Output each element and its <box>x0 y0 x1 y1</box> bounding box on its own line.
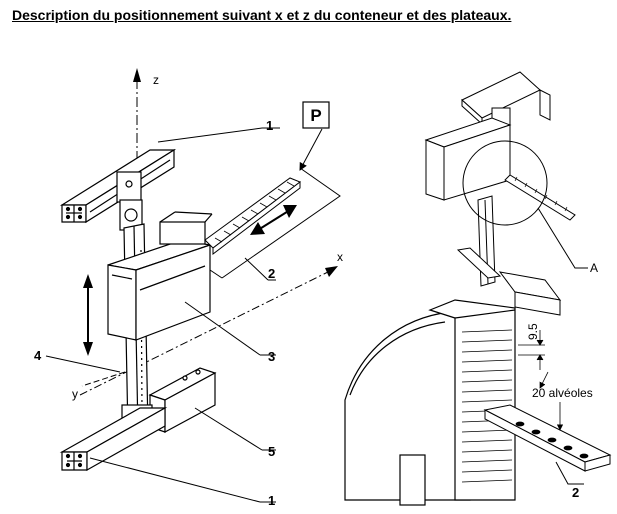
vertical-motion-arrow <box>83 274 93 356</box>
detail-a-label: A <box>590 261 598 275</box>
tray-chain <box>204 177 302 256</box>
callout-2-detail-leader <box>555 461 584 485</box>
top-bracket <box>116 171 143 231</box>
x-axis <box>79 266 338 396</box>
plane-p-pointer <box>299 128 323 171</box>
callout-1-top: 1 <box>266 118 273 133</box>
dimension-value: 9.5 <box>526 323 540 340</box>
detail-circle <box>462 140 548 226</box>
callout-3: 3 <box>268 349 275 364</box>
callout-4: 4 <box>34 348 42 363</box>
plane-p <box>209 167 341 279</box>
extended-tray <box>483 404 612 472</box>
alveoles-label: 20 alvéoles <box>532 386 593 400</box>
callout-2: 2 <box>268 266 275 281</box>
dimension-marker <box>518 330 545 370</box>
callout-5: 5 <box>268 444 275 459</box>
small-view <box>424 71 576 316</box>
callout-2-detail: 2 <box>572 485 579 500</box>
axis-y-label: y <box>72 387 78 401</box>
alveoles-leaders <box>539 371 564 431</box>
plane-p-box <box>302 101 330 129</box>
detail-view <box>344 299 516 506</box>
tray-chain-links <box>214 181 295 243</box>
axis-x-label: x <box>337 250 343 264</box>
horizontal-motion-arrow <box>250 205 297 235</box>
leader-lines-left <box>45 127 280 503</box>
y-axis <box>81 371 126 387</box>
slot-rows <box>461 329 513 483</box>
container-carriage <box>107 211 213 341</box>
tray-cells <box>515 421 589 459</box>
bottom-rail <box>59 406 168 472</box>
detail-a-leader <box>537 207 588 269</box>
callout-1-bottom: 1 <box>268 493 275 508</box>
axis-z-label: z <box>153 73 159 87</box>
plane-p-label: P <box>310 106 321 125</box>
diagram-title: Description du positionnement suivant x … <box>12 7 512 23</box>
small-view-chain-links <box>514 176 568 212</box>
